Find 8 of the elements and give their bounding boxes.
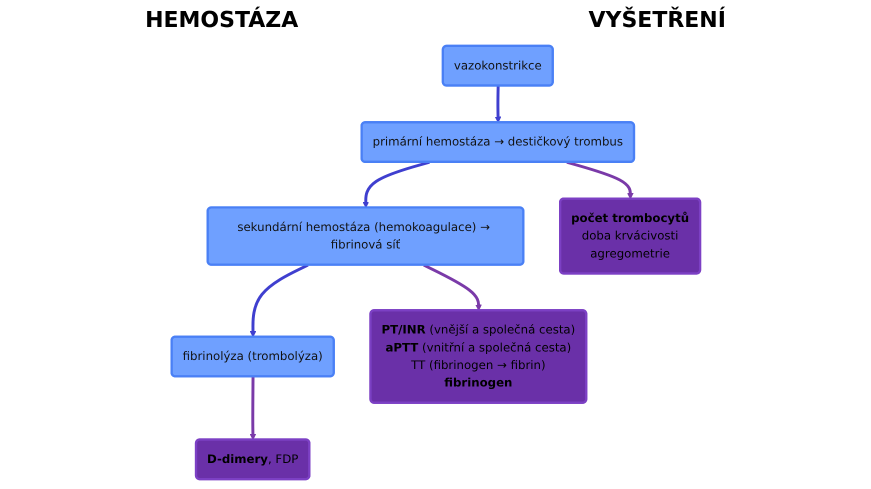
- arrow: [249, 264, 308, 338]
- arrow: [422, 264, 482, 311]
- column-heading: VYŠETŘENÍ: [588, 8, 726, 32]
- arrow: [249, 376, 256, 440]
- arrow: [362, 160, 430, 208]
- arrow: [494, 86, 501, 123]
- diagram-title: HEMOSTÁZA: [145, 8, 298, 32]
- arrow: [566, 160, 634, 200]
